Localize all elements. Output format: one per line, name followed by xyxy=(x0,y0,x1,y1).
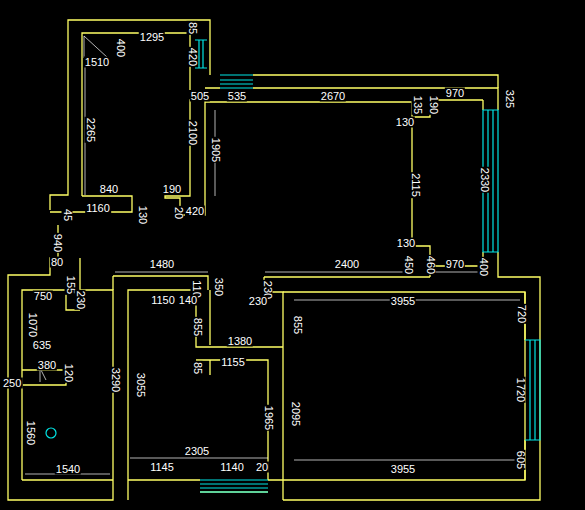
dimension-label: 130 xyxy=(395,117,415,128)
dimension-label: 1145 xyxy=(149,462,175,473)
dimension-label: 130 xyxy=(396,238,416,249)
dimension-label: 1295 xyxy=(139,32,165,43)
dimension-label: 1150 xyxy=(150,295,176,306)
dimension-label: 45 xyxy=(62,208,73,222)
dimension-label: 505 xyxy=(190,91,210,102)
dimension-label: 350 xyxy=(213,277,224,297)
dimension-label: 535 xyxy=(227,91,247,102)
dimension-label: 2265 xyxy=(85,117,96,143)
dimension-label: 970 xyxy=(445,88,465,99)
dimension-label: 135 xyxy=(412,95,423,115)
dimension-label: 605 xyxy=(515,450,526,470)
dimension-label: 2115 xyxy=(410,172,421,198)
dimension-label: 1140 xyxy=(219,462,245,473)
dimension-label: 1560 xyxy=(25,420,36,446)
dimension-label: 380 xyxy=(37,360,57,371)
dimension-label: 140 xyxy=(178,295,198,306)
dimension-label: 20 xyxy=(173,206,184,220)
dimension-label: 2095 xyxy=(290,401,301,427)
dimension-label: 1160 xyxy=(85,203,111,214)
dimension-label: 85 xyxy=(187,21,198,35)
dimension-label: 1510 xyxy=(84,57,110,68)
dimension-label: 85 xyxy=(192,361,203,375)
dimension-label: 1480 xyxy=(149,259,175,270)
dimension-label: 2400 xyxy=(334,259,360,270)
dimension-label: 420 xyxy=(185,206,205,217)
dimension-label: 230 xyxy=(248,296,268,307)
dimension-label: 450 xyxy=(403,255,414,275)
dimension-label: 120 xyxy=(63,363,74,383)
dimension-label: 130 xyxy=(137,205,148,225)
dimension-label: 1070 xyxy=(27,312,38,338)
dimension-label: 400 xyxy=(478,257,489,277)
dimension-label: 3290 xyxy=(110,367,121,393)
dimension-label: 80 xyxy=(50,257,64,268)
dimension-label: 460 xyxy=(425,255,436,275)
dimension-label: 635 xyxy=(32,340,52,351)
dimension-label: 2330 xyxy=(479,167,490,193)
dimension-label: 940 xyxy=(52,233,63,253)
dimension-label: 1720 xyxy=(515,377,526,403)
dimension-label: 20 xyxy=(255,462,269,473)
dimension-label: 3055 xyxy=(135,372,146,398)
dimension-label: 2100 xyxy=(187,120,198,146)
dimension-label: 2305 xyxy=(184,446,210,457)
dimension-label: 1965 xyxy=(263,405,274,431)
dimension-label: 855 xyxy=(192,317,203,337)
dimension-label: 1380 xyxy=(227,336,253,347)
dimension-label: 970 xyxy=(445,259,465,270)
dimension-label: 1905 xyxy=(210,137,221,163)
dimension-label: 750 xyxy=(33,291,53,302)
dimension-label: 855 xyxy=(292,315,303,335)
dimension-label: 400 xyxy=(115,38,126,58)
dimension-label: 190 xyxy=(162,184,182,195)
dimension-label: 420 xyxy=(187,47,198,67)
dimension-label: 230 xyxy=(75,290,86,310)
dimension-label: 325 xyxy=(504,89,515,109)
dimension-label: 3955 xyxy=(390,464,416,475)
dimension-label: 1155 xyxy=(220,357,246,368)
dimension-label: 720 xyxy=(516,304,527,324)
dimension-label: 2670 xyxy=(320,91,346,102)
dimension-label: 3955 xyxy=(390,296,416,307)
dimension-label: 1540 xyxy=(55,464,81,475)
dimension-label: 250 xyxy=(2,378,22,389)
dimension-label: 190 xyxy=(428,95,439,115)
dimension-label: 840 xyxy=(99,184,119,195)
